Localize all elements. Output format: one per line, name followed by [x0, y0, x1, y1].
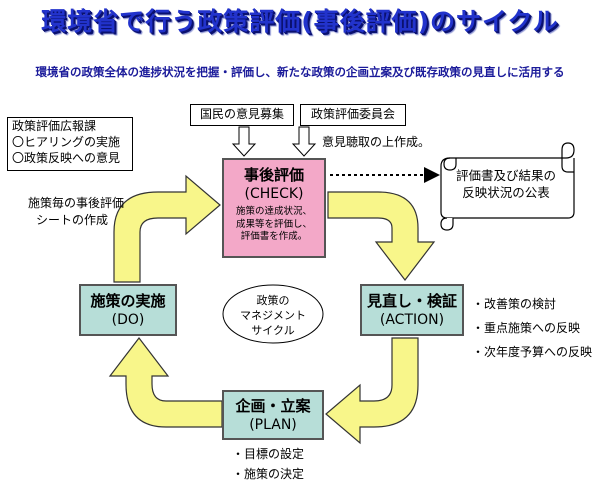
action-note-1: ・改善策の検討	[472, 297, 557, 311]
plan-label: (PLAN)	[249, 417, 297, 433]
plan-title: 企画・立案	[235, 397, 311, 415]
committee-box: 政策評価委員会	[300, 104, 406, 126]
pr-division-box: 政策評価広報課 〇ヒアリングの実施 〇政策反映への意見	[7, 117, 133, 171]
arrow-public-to-check	[231, 126, 257, 157]
public-comment-box: 国民の意見募集	[190, 104, 294, 126]
publication-note: 評価書及び結果の 反映状況の公表	[456, 167, 556, 201]
pr-division-opinion: 〇政策反映への意見	[12, 151, 121, 165]
publication-line1: 評価書及び結果の	[456, 168, 557, 183]
arrow-do-to-check	[113, 174, 221, 283]
sheet-note: 施策毎の事後評価 シートの作成	[28, 195, 124, 229]
check-box: 事後評価 (CHECK) 施策の達成状況、 成果等を評価し、 評価書を作成。	[222, 158, 326, 258]
action-note-3: ・次年度予算への反映	[472, 345, 593, 359]
scroll-shape	[440, 157, 575, 219]
arrow-plan-to-do	[108, 337, 223, 428]
action-box: 見直し・検証 (ACTION)	[360, 284, 464, 336]
pr-division-hearing: 〇ヒアリングの実施	[12, 135, 121, 149]
plan-note-1: ・目標の設定	[232, 447, 305, 461]
check-title: 事後評価	[243, 166, 304, 184]
page-title: 環境省で行う政策評価(事後評価)のサイクル	[41, 7, 559, 36]
publication-line2: 反映状況の公表	[462, 185, 550, 200]
do-title: 施策の実施	[90, 292, 166, 310]
center-line1: 政策の	[256, 294, 290, 307]
action-notes: ・改善策の検討 ・重点施策への反映 ・次年度予算への反映	[472, 292, 592, 364]
pr-division-title: 政策評価広報課	[12, 119, 97, 133]
arrow-action-to-plan	[325, 337, 419, 445]
do-box: 施策の実施 (DO)	[79, 284, 177, 336]
do-label: (DO)	[111, 312, 145, 328]
center-ellipse	[222, 284, 324, 344]
plan-box: 企画・立案 (PLAN)	[222, 390, 324, 440]
plan-note-2: ・施策の決定	[232, 467, 305, 481]
sheet-note-line1: 施策毎の事後評価	[28, 196, 125, 210]
sheet-note-line2: シートの作成	[36, 213, 109, 227]
center-line2: マネジメント	[240, 309, 306, 322]
action-label: (ACTION)	[379, 312, 445, 328]
arrow-committee-to-check	[291, 126, 317, 157]
center-label: 政策の マネジメント サイクル	[236, 293, 310, 338]
page-subtitle: 環境省の政策全体の進捗状況を把握・評価し、新たな政策の企画立案及び既存政策の見直…	[35, 65, 565, 79]
hearing-note: 意見聴取の上作成。	[322, 135, 431, 149]
check-desc-3: 評価書を作成。	[240, 231, 308, 242]
center-line3: サイクル	[251, 324, 295, 337]
check-label: (CHECK)	[244, 186, 304, 202]
check-desc-1: 施策の達成状況、	[235, 206, 312, 217]
arrow-check-to-action	[327, 191, 436, 281]
action-title: 見直し・検証	[366, 292, 457, 310]
action-note-2: ・重点施策への反映	[472, 321, 581, 335]
plan-notes: ・目標の設定 ・施策の決定	[232, 444, 304, 484]
check-description: 施策の達成状況、 成果等を評価し、 評価書を作成。	[224, 206, 324, 244]
check-desc-2: 成果等を評価し、	[235, 218, 312, 230]
